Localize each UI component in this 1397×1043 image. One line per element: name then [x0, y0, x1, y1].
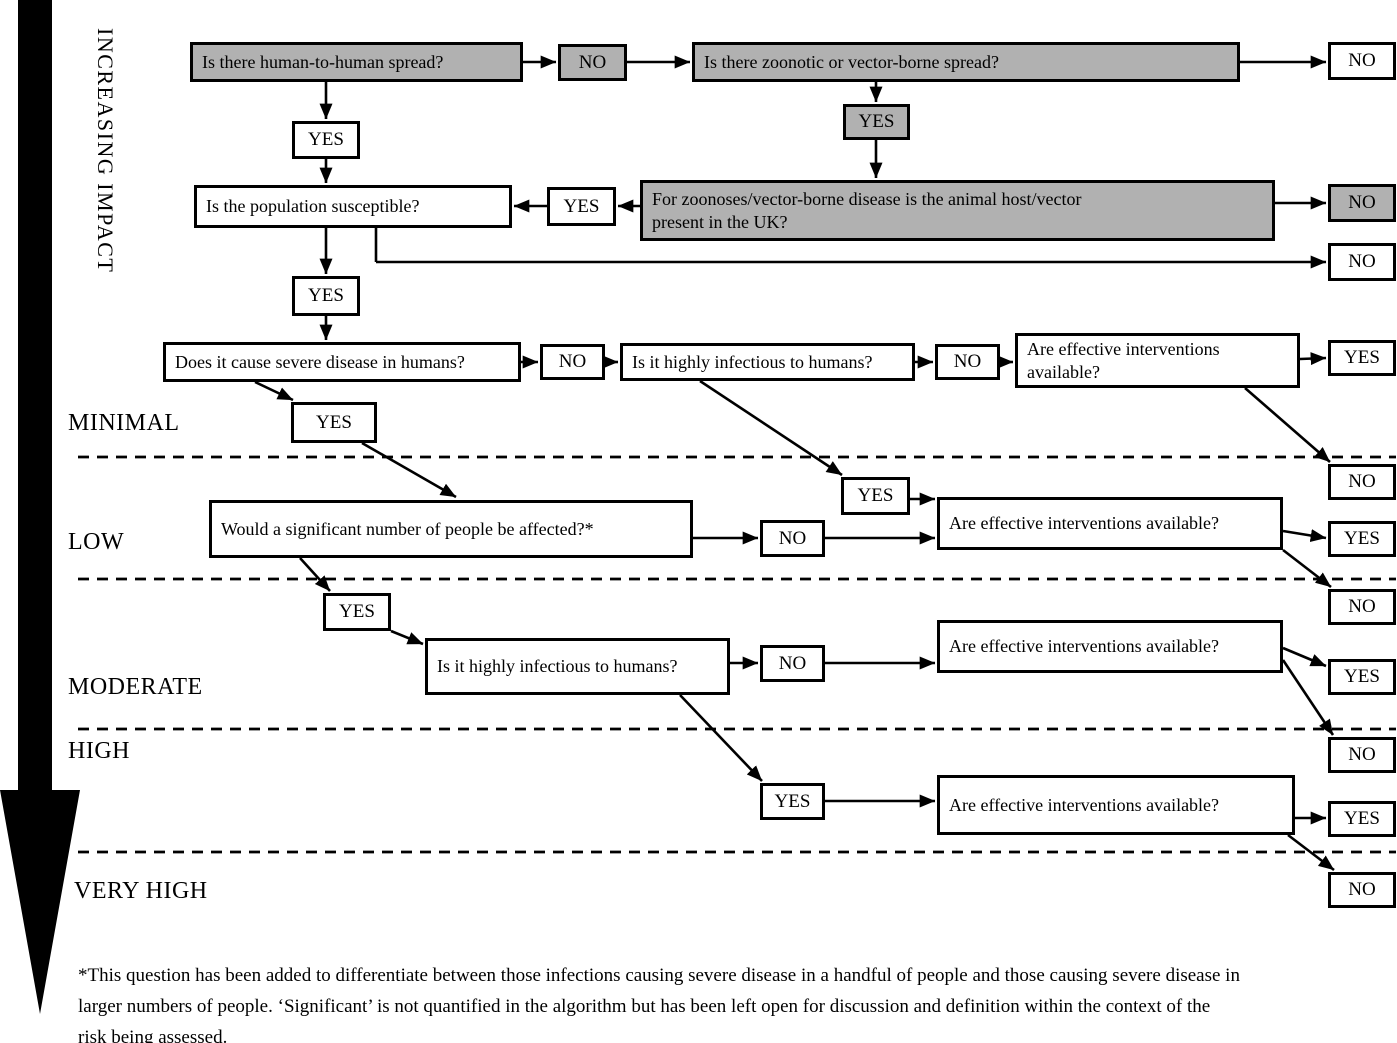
question-population-susceptible: Is the population susceptible?	[194, 185, 512, 228]
no-box-interventions-2: NO	[1328, 589, 1396, 625]
question-effective-interventions-4: Are effective interventions available?	[937, 775, 1295, 835]
question-animal-host-vector-uk: For zoonoses/vector-borne disease is the…	[640, 180, 1275, 241]
no-box-highly-infectious-1: NO	[935, 344, 1000, 380]
yes-box-highly-infectious-2: YES	[760, 783, 825, 820]
no-box-interventions-1: NO	[1328, 464, 1396, 500]
yes-box-zoonotic-spread: YES	[843, 104, 910, 140]
no-box-human-spread: NO	[558, 44, 627, 81]
question-zoonotic-vector-borne-spread: Is there zoonotic or vector-borne spread…	[692, 42, 1240, 82]
question-severe-disease: Does it cause severe disease in humans?	[163, 342, 521, 382]
yes-box-population-susceptible: YES	[292, 276, 360, 316]
question-human-to-human-spread: Is there human-to-human spread?	[190, 42, 523, 82]
question-highly-infectious-1: Is it highly infectious to humans?	[620, 343, 915, 381]
flow-arrow	[1244, 387, 1331, 463]
flow-arrow	[1281, 659, 1335, 736]
flow-arrow	[1282, 646, 1327, 668]
question-effective-interventions-3: Are effective interventions available?	[937, 620, 1283, 673]
no-box-population-susceptible: NO	[1328, 243, 1396, 281]
yes-box-severe-disease: YES	[291, 402, 377, 443]
footnote-text: *This question has been added to differe…	[78, 965, 1240, 1043]
impact-label-high: HIGH	[68, 738, 130, 764]
no-box-highly-infectious-2: NO	[760, 645, 825, 682]
impact-label-very-high: VERY HIGH	[74, 878, 208, 904]
impact-label-minimal: MINIMAL	[68, 410, 180, 436]
no-box-interventions-4: NO	[1328, 872, 1396, 908]
yes-box-interventions-4: YES	[1328, 801, 1396, 837]
yes-box-interventions-2: YES	[1328, 521, 1396, 557]
flow-arrow	[699, 379, 843, 477]
yes-box-highly-infectious-1: YES	[841, 477, 910, 515]
no-box-severe-disease: NO	[540, 344, 605, 380]
yes-box-host-vector-present: YES	[547, 187, 616, 226]
impact-label-moderate: MODERATE	[68, 674, 203, 700]
flow-arrow	[1287, 833, 1335, 872]
flow-arrow	[390, 629, 424, 646]
flow-arrow	[1282, 529, 1327, 542]
no-box-interventions-3: NO	[1328, 737, 1396, 773]
increasing-impact-axis-label: INCREASING IMPACT	[93, 28, 118, 274]
yes-box-human-spread: YES	[292, 121, 360, 159]
no-box-zoonotic-spread: NO	[1328, 42, 1396, 80]
flow-arrow	[679, 694, 763, 782]
question-highly-infectious-2: Is it highly infectious to humans?	[425, 638, 730, 695]
no-box-significant-number: NO	[760, 520, 825, 557]
flow-arrow	[361, 441, 457, 499]
flow-arrow	[1282, 548, 1332, 589]
yes-box-interventions-1: YES	[1328, 340, 1396, 376]
flow-arrow	[299, 557, 331, 592]
increasing-impact-arrow	[0, 0, 80, 1014]
no-box-host-vector-present: NO	[1328, 184, 1396, 222]
question-effective-interventions-1: Are effective interventions available?	[1015, 333, 1300, 388]
impact-label-low: LOW	[68, 529, 125, 555]
yes-box-interventions-3: YES	[1328, 659, 1396, 695]
question-significant-number: Would a significant number of people be …	[209, 500, 693, 558]
yes-box-significant-number: YES	[323, 593, 391, 631]
flow-arrow	[1299, 352, 1327, 366]
flow-arrow	[254, 380, 294, 402]
question-effective-interventions-2: Are effective interventions available?	[937, 497, 1283, 550]
